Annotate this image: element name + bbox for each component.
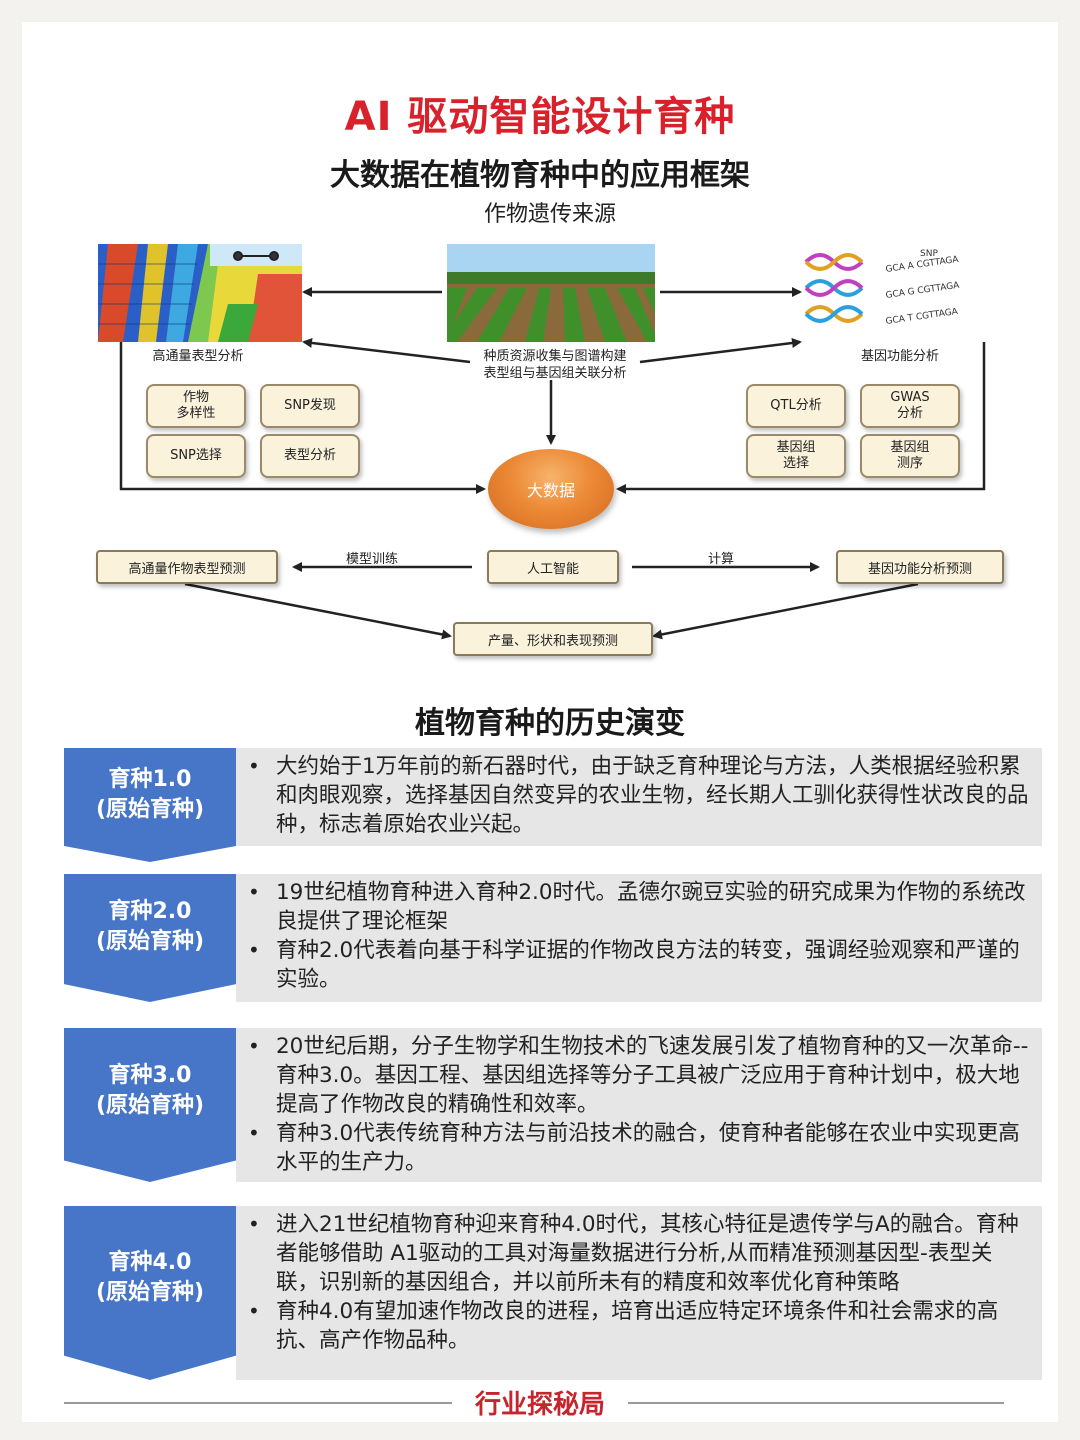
right-prediction-box: 基因功能分析预测 bbox=[836, 550, 1004, 584]
era-tag-2: 育种2.0 (原始育种) bbox=[64, 874, 236, 1002]
chip-snp-selection: SNP选择 bbox=[146, 434, 246, 478]
bottom-prediction-box: 产量、形状和表现预测 bbox=[453, 622, 653, 656]
ai-box: 人工智能 bbox=[487, 550, 619, 584]
era-bullet: 20世纪后期，分子生物学和生物技术的飞速发展引发了植物育种的又一次革命--育种3… bbox=[248, 1032, 1032, 1119]
chip-qtl-analysis: QTL分析 bbox=[746, 384, 846, 428]
era-bullet: 育种4.0有望加速作物改良的进程，培育出适应特定环境条件和社会需求的高抗、高产作… bbox=[248, 1297, 1032, 1355]
arrow-right-to-bigdata bbox=[616, 342, 986, 494]
era-body-4: 进入21世纪植物育种迎来育种4.0时代，其核心特征是遗传学与A的融合。育种者能够… bbox=[236, 1206, 1042, 1380]
edge-label-model-training: 模型训练 bbox=[346, 552, 399, 567]
era-bullet: 育种2.0代表着向基于科学证据的作物改良方法的转变，强调经验观察和严谨的实验。 bbox=[248, 936, 1032, 994]
footer-line-left bbox=[64, 1402, 452, 1404]
era-name: 育种1.0 bbox=[108, 767, 192, 792]
era-body-1: 大约始于1万年前的新石器时代，由于缺乏育种理论与方法，人类根据经验积累和肉眼观察… bbox=[236, 748, 1042, 846]
era-body-2: 19世纪植物育种进入育种2.0时代。孟德尔豌豆实验的研究成果为作物的系统改良提供… bbox=[236, 874, 1042, 1002]
era-row-1: 育种1.0 (原始育种) 大约始于1万年前的新石器时代，由于缺乏育种理论与方法，… bbox=[64, 748, 1042, 862]
era-bullet: 进入21世纪植物育种迎来育种4.0时代，其核心特征是遗传学与A的融合。育种者能够… bbox=[248, 1210, 1032, 1297]
era-tag-1: 育种1.0 (原始育种) bbox=[64, 748, 236, 862]
left-caption: 高通量表型分析 bbox=[152, 349, 244, 364]
arrow-center-to-right-caption bbox=[639, 338, 802, 364]
chip-snp-discovery: SNP发现 bbox=[260, 384, 360, 428]
arrow-center-to-left-caption bbox=[302, 337, 471, 364]
bigdata-node: 大数据 bbox=[488, 449, 614, 529]
arrow-left-pred-to-bottom bbox=[184, 582, 452, 640]
chip-crop-diversity: 作物 多样性 bbox=[146, 384, 246, 428]
era-name: 育种3.0 bbox=[108, 1063, 192, 1088]
era-tag-4: 育种4.0 (原始育种) bbox=[64, 1206, 236, 1380]
footer-line-right bbox=[628, 1402, 1004, 1404]
era-name: 育种4.0 bbox=[108, 1250, 192, 1275]
era-bullet: 大约始于1万年前的新石器时代，由于缺乏育种理论与方法，人类根据经验积累和肉眼观察… bbox=[248, 752, 1032, 839]
framework-title: 大数据在植物育种中的应用框架 bbox=[330, 158, 750, 193]
dna-snp-label: SNP bbox=[920, 249, 938, 259]
dna-seq-3: GCA T CGTTAGA bbox=[885, 307, 959, 327]
page-title: AI 驱动智能设计育种 bbox=[344, 94, 736, 140]
phenotype-heatmap-image bbox=[98, 244, 302, 342]
framework-arrows bbox=[119, 287, 986, 640]
era-row-2: 育种2.0 (原始育种) 19世纪植物育种进入育种2.0时代。孟德尔豌豆实验的研… bbox=[64, 874, 1042, 1002]
era-sub: (原始育种) bbox=[95, 1280, 205, 1305]
era-row-3: 育种3.0 (原始育种) 20世纪后期，分子生物学和生物技术的飞速发展引发了植物… bbox=[64, 1028, 1042, 1182]
chip-phenotype-analysis: 表型分析 bbox=[260, 434, 360, 478]
dna-seq-2: GCA G CGTTAGA bbox=[885, 281, 961, 301]
chip-genome-sequencing: 基因组 测序 bbox=[860, 434, 960, 478]
crop-field-image bbox=[447, 244, 655, 342]
center-caption-line-1: 种质资源收集与图谱构建 bbox=[483, 349, 627, 364]
edge-label-compute: 计算 bbox=[708, 552, 735, 567]
arrow-right-pred-to-bottom bbox=[652, 582, 919, 640]
dna-helix-image: SNP GCA A CGTTAGA GCA G CGTTAGA GCA T CG… bbox=[802, 244, 1004, 342]
era-name: 育种2.0 bbox=[108, 899, 192, 924]
era-sub: (原始育种) bbox=[95, 929, 205, 954]
chip-gwas-analysis: GWAS 分析 bbox=[860, 384, 960, 428]
era-sub: (原始育种) bbox=[95, 797, 205, 822]
arrow-left-to-bigdata bbox=[119, 342, 486, 494]
era-tag-3: 育种3.0 (原始育种) bbox=[64, 1028, 236, 1182]
footer-brand: 行业探秘局 bbox=[474, 1390, 605, 1420]
center-caption-line-2: 表型组与基因组关联分析 bbox=[483, 366, 627, 381]
center-caption: 种质资源收集与图谱构建 表型组与基因组关联分析 bbox=[430, 348, 680, 382]
chip-genomic-selection: 基因组 选择 bbox=[746, 434, 846, 478]
era-row-4: 育种4.0 (原始育种) 进入21世纪植物育种迎来育种4.0时代，其核心特征是遗… bbox=[64, 1206, 1042, 1380]
crop-genetic-source-label: 作物遗传来源 bbox=[483, 202, 616, 227]
era-bullet: 育种3.0代表传统育种方法与前沿技术的融合，使育种者能够在农业中实现更高水平的生… bbox=[248, 1119, 1032, 1177]
era-sub: (原始育种) bbox=[95, 1093, 205, 1118]
era-body-3: 20世纪后期，分子生物学和生物技术的飞速发展引发了植物育种的又一次革命--育种3… bbox=[236, 1028, 1042, 1182]
left-prediction-box: 高通量作物表型预测 bbox=[96, 550, 278, 584]
era-bullet: 19世纪植物育种进入育种2.0时代。孟德尔豌豆实验的研究成果为作物的系统改良提供… bbox=[248, 878, 1032, 936]
history-title: 植物育种的历史演变 bbox=[415, 706, 685, 741]
right-caption: 基因功能分析 bbox=[860, 349, 939, 364]
